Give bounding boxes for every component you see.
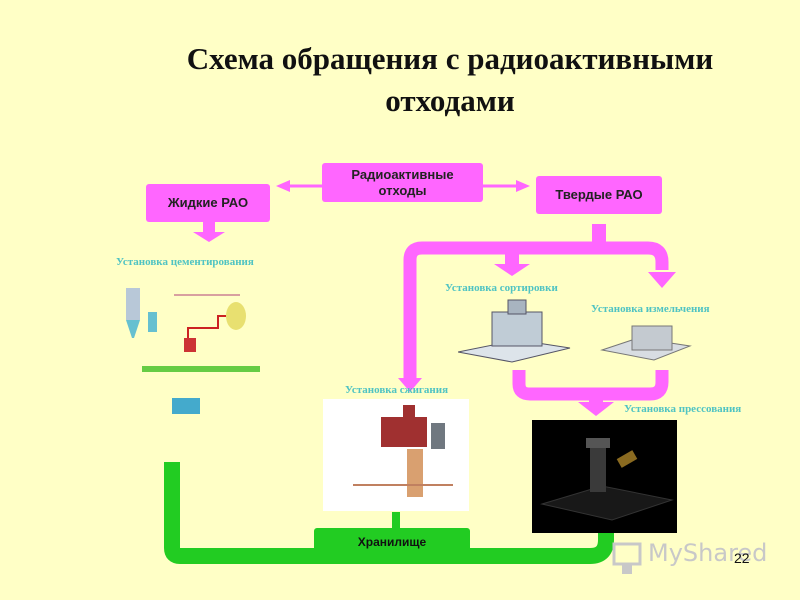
watermark-icon-base <box>622 564 632 574</box>
page-number: 22 <box>734 550 750 566</box>
cementing-pipe <box>187 315 226 340</box>
source-label-line-2: отходы <box>378 182 427 198</box>
incineration-arrow-head <box>398 378 422 392</box>
liquid-down-head <box>193 232 225 242</box>
cementing-frame <box>174 294 240 296</box>
sorting-plant-image <box>458 299 571 363</box>
watermark-logo <box>612 542 642 574</box>
pressing-shaft <box>589 394 603 402</box>
shredding-arrow-head <box>648 272 676 288</box>
shredding-unit <box>631 325 673 351</box>
pressing-arm <box>616 450 638 468</box>
cementing-conveyor <box>142 366 260 372</box>
sorting-hopper <box>507 299 527 315</box>
incineration-plant-drawing <box>353 405 453 497</box>
pressing-arrow-head <box>578 402 614 416</box>
incinerator-tower <box>407 449 423 497</box>
cementing-silo-tall-cone <box>126 320 140 338</box>
pressing-head <box>586 438 610 448</box>
solid-rao-node: Твердые РАО <box>536 176 662 214</box>
page-title: Схема обращения с радиоактивными отходам… <box>120 38 780 122</box>
source-node: Радиоактивные отходы <box>322 163 483 202</box>
incineration-label: Установка сжигания <box>345 384 449 396</box>
pressing-column <box>590 438 606 492</box>
title-line-2: отходами <box>385 83 515 118</box>
green-flow-path <box>164 462 614 564</box>
incinerator-chimney <box>403 405 415 419</box>
sorting-machine <box>491 311 543 347</box>
title-line-1: Схема обращения с радиоактивными <box>186 41 714 76</box>
arrow-to-liquid-head <box>276 180 290 192</box>
storage-node: Хранилище <box>314 528 470 556</box>
cementing-silo-short <box>148 312 157 332</box>
pressing-label: Установка прессования <box>624 403 742 415</box>
sorting-label: Установка сортировки <box>445 282 558 294</box>
liquid-rao-node: Жидкие РАО <box>146 184 270 222</box>
incinerator-furnace <box>381 417 427 447</box>
pressing-plant-drawing <box>540 438 674 521</box>
cementing-label: Установка цементирования <box>116 256 254 268</box>
sorting-shaft <box>505 250 519 264</box>
cementing-tank <box>226 302 246 330</box>
solid-distribution-path <box>403 241 669 380</box>
watermark-icon-frame <box>612 542 642 566</box>
shredding-plant-image <box>600 325 692 361</box>
arrow-to-solid-head <box>516 180 530 192</box>
cementing-silo-tall <box>126 288 140 320</box>
pressing-plant-image <box>532 420 677 533</box>
incinerator-filter <box>431 423 445 449</box>
cementing-mixer <box>184 338 196 352</box>
cementing-plant-image <box>126 288 260 414</box>
sorting-arrow-head <box>494 264 530 276</box>
liquid-down-shaft <box>203 222 215 234</box>
source-label-line-1: Радиоактивные <box>351 166 454 182</box>
cementing-base <box>172 398 200 414</box>
shredding-label: Установка измельчения <box>591 303 710 315</box>
watermark-text: MyShared <box>648 539 768 567</box>
incineration-plant-image <box>323 399 469 511</box>
incinerator-to-storage-connector <box>392 512 400 534</box>
pressing-floor <box>540 485 674 521</box>
